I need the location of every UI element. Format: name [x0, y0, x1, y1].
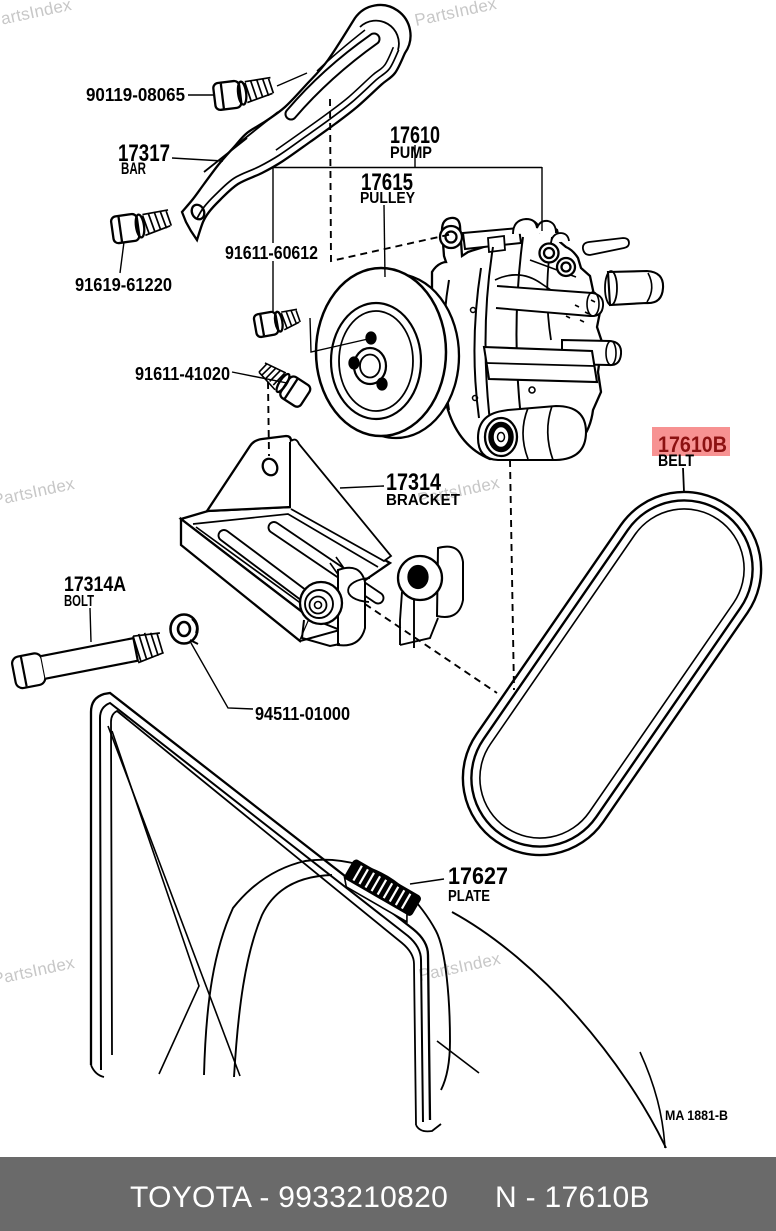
svg-text:17627: 17627 [448, 863, 508, 890]
svg-text:N - 17610B: N - 17610B [495, 1181, 650, 1214]
svg-text:90119-08065: 90119-08065 [86, 85, 185, 105]
svg-text:17314: 17314 [386, 469, 442, 496]
svg-text:91611-41020: 91611-41020 [135, 364, 230, 384]
svg-text:PLATE: PLATE [448, 888, 490, 905]
svg-text:BELT: BELT [658, 451, 695, 470]
svg-text:17610B: 17610B [658, 432, 727, 457]
svg-text:PUMP: PUMP [390, 144, 432, 162]
svg-text:17314A: 17314A [64, 573, 126, 596]
svg-text:94511-01000: 94511-01000 [255, 704, 350, 724]
svg-text:TOYOTA - 9933210820: TOYOTA - 9933210820 [130, 1181, 448, 1214]
svg-text:BAR: BAR [121, 160, 146, 178]
svg-text:17615: 17615 [361, 169, 413, 196]
svg-text:BOLT: BOLT [64, 593, 94, 610]
svg-text:17317: 17317 [118, 140, 170, 167]
svg-text:91611-60612: 91611-60612 [225, 243, 318, 263]
svg-text:17610: 17610 [390, 122, 440, 149]
svg-text:91619-61220: 91619-61220 [75, 275, 172, 295]
svg-text:PULLEY: PULLEY [360, 190, 415, 207]
svg-text:MA 1881-B: MA 1881-B [665, 1107, 728, 1123]
svg-text:BRACKET: BRACKET [386, 492, 460, 509]
